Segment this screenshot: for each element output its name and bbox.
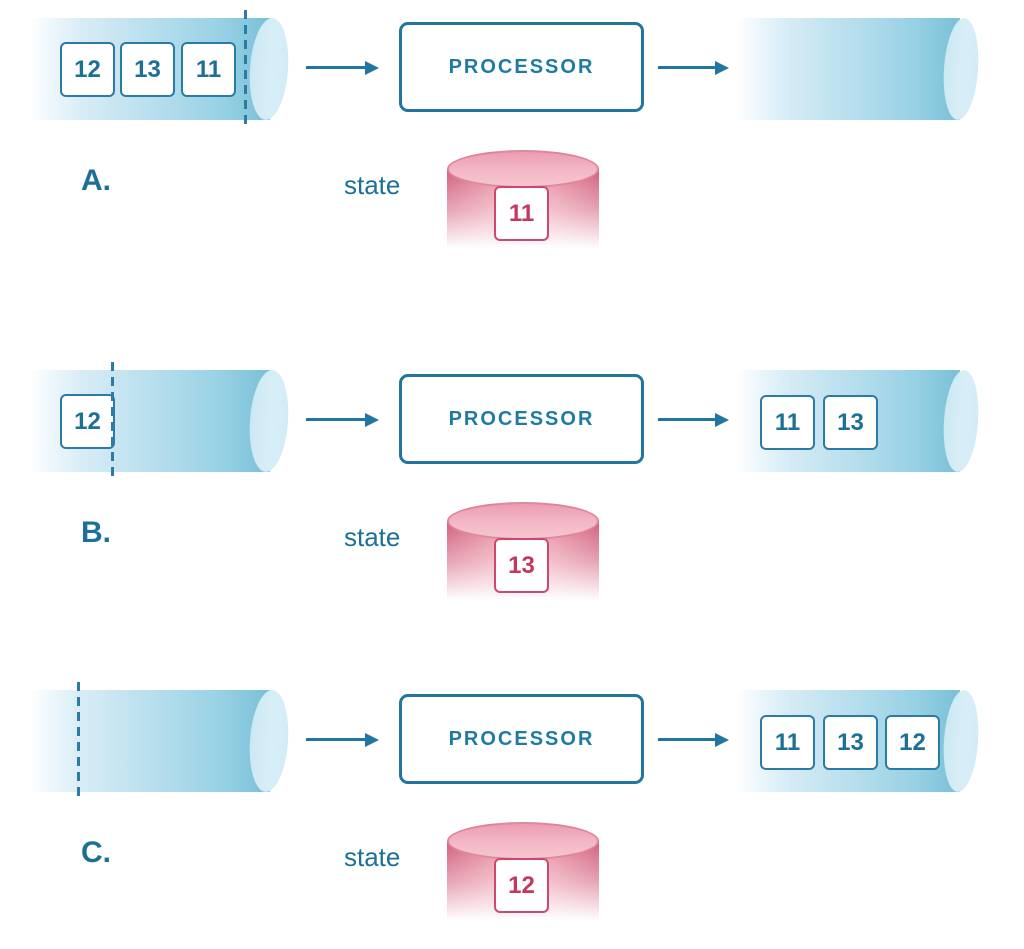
state-store-cylinder-top [447,502,599,540]
output-stream-pipe [737,16,982,122]
stage-label: A. [81,164,111,197]
arrow-right-icon [306,60,379,75]
stream-record: 11 [181,42,236,97]
pipe-body [737,18,960,120]
pipe-body [30,690,270,792]
state-label: state [344,842,401,872]
stage-row-c: PROCESSOR 11 13 12 C. state 12 [0,672,1024,949]
input-stream-pipe [30,688,292,794]
stream-record: 13 [120,42,175,97]
stream-record: 13 [823,395,878,450]
processor-box: PROCESSOR [399,694,644,784]
read-position-marker [111,362,114,478]
read-position-marker [244,10,247,126]
stream-record: 12 [60,42,115,97]
processor-box: PROCESSOR [399,374,644,464]
state-store-cylinder-top [447,822,599,860]
stream-record: 13 [823,715,878,770]
stream-record: 11 [760,715,815,770]
stage-row-a: 12 13 11 PROCESSOR A. state 11 [0,0,1024,300]
stream-record: 11 [760,395,815,450]
arrow-right-icon [306,412,379,427]
read-position-marker [77,682,80,798]
state-record: 12 [494,858,549,913]
state-label: state [344,170,401,200]
arrow-right-icon [658,60,729,75]
stage-label: B. [81,516,111,549]
state-label: state [344,522,401,552]
stage-row-b: 12 PROCESSOR 11 13 B. state 13 [0,352,1024,652]
arrow-right-icon [306,732,379,747]
stream-record: 12 [60,394,115,449]
state-record: 13 [494,538,549,593]
stream-record: 12 [885,715,940,770]
state-record: 11 [494,186,549,241]
arrow-right-icon [658,732,729,747]
state-store-cylinder-top [447,150,599,188]
processor-box: PROCESSOR [399,22,644,112]
stage-label: C. [81,836,111,869]
arrow-right-icon [658,412,729,427]
